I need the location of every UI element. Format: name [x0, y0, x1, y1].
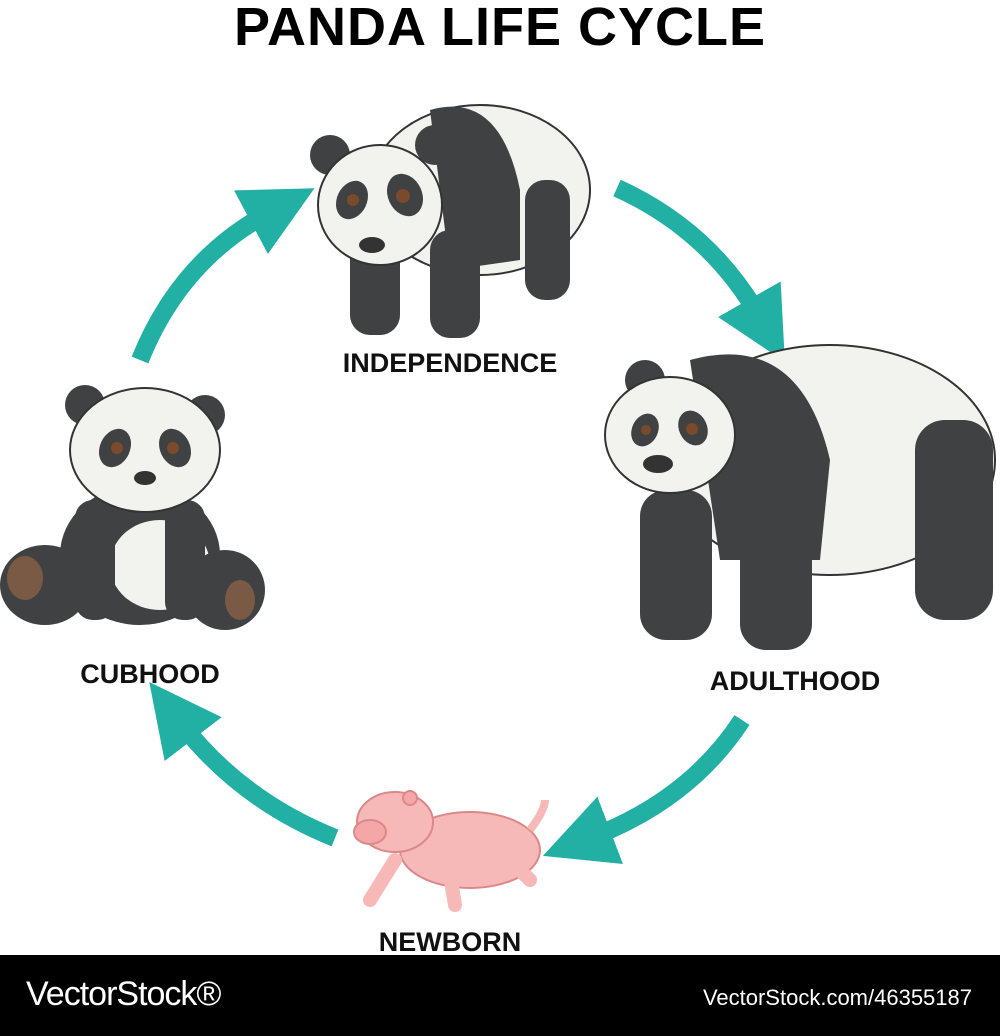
- stage-label-newborn: NEWBORN: [378, 927, 522, 957]
- stage-label-independence: INDEPENDENCE: [342, 348, 558, 378]
- newborn-panda-illustration: [353, 790, 549, 912]
- image-url: VectorStock.com/46355187: [702, 985, 972, 1010]
- life-cycle-art: [0, 104, 996, 912]
- adult-panda-illustration: [604, 344, 996, 650]
- arrow-cub-to-independence: [131, 188, 315, 364]
- arrow-adult-to-newborn: [542, 715, 750, 864]
- vectorstock-logo: VectorStock®: [26, 975, 221, 1013]
- cub-panda-illustration: [0, 385, 265, 630]
- watermark-footer: VectorStock® VectorStock.com/46355187: [0, 955, 1000, 1036]
- arrow-independence-to-adult: [613, 179, 785, 362]
- arrow-newborn-to-cub: [149, 682, 339, 847]
- stage-label-cubhood: CUBHOOD: [80, 659, 220, 689]
- independence-panda-illustration: [310, 104, 591, 338]
- stage-label-adulthood: ADULTHOOD: [709, 666, 881, 696]
- diagram-title: PANDA LIFE CYCLE: [233, 0, 766, 57]
